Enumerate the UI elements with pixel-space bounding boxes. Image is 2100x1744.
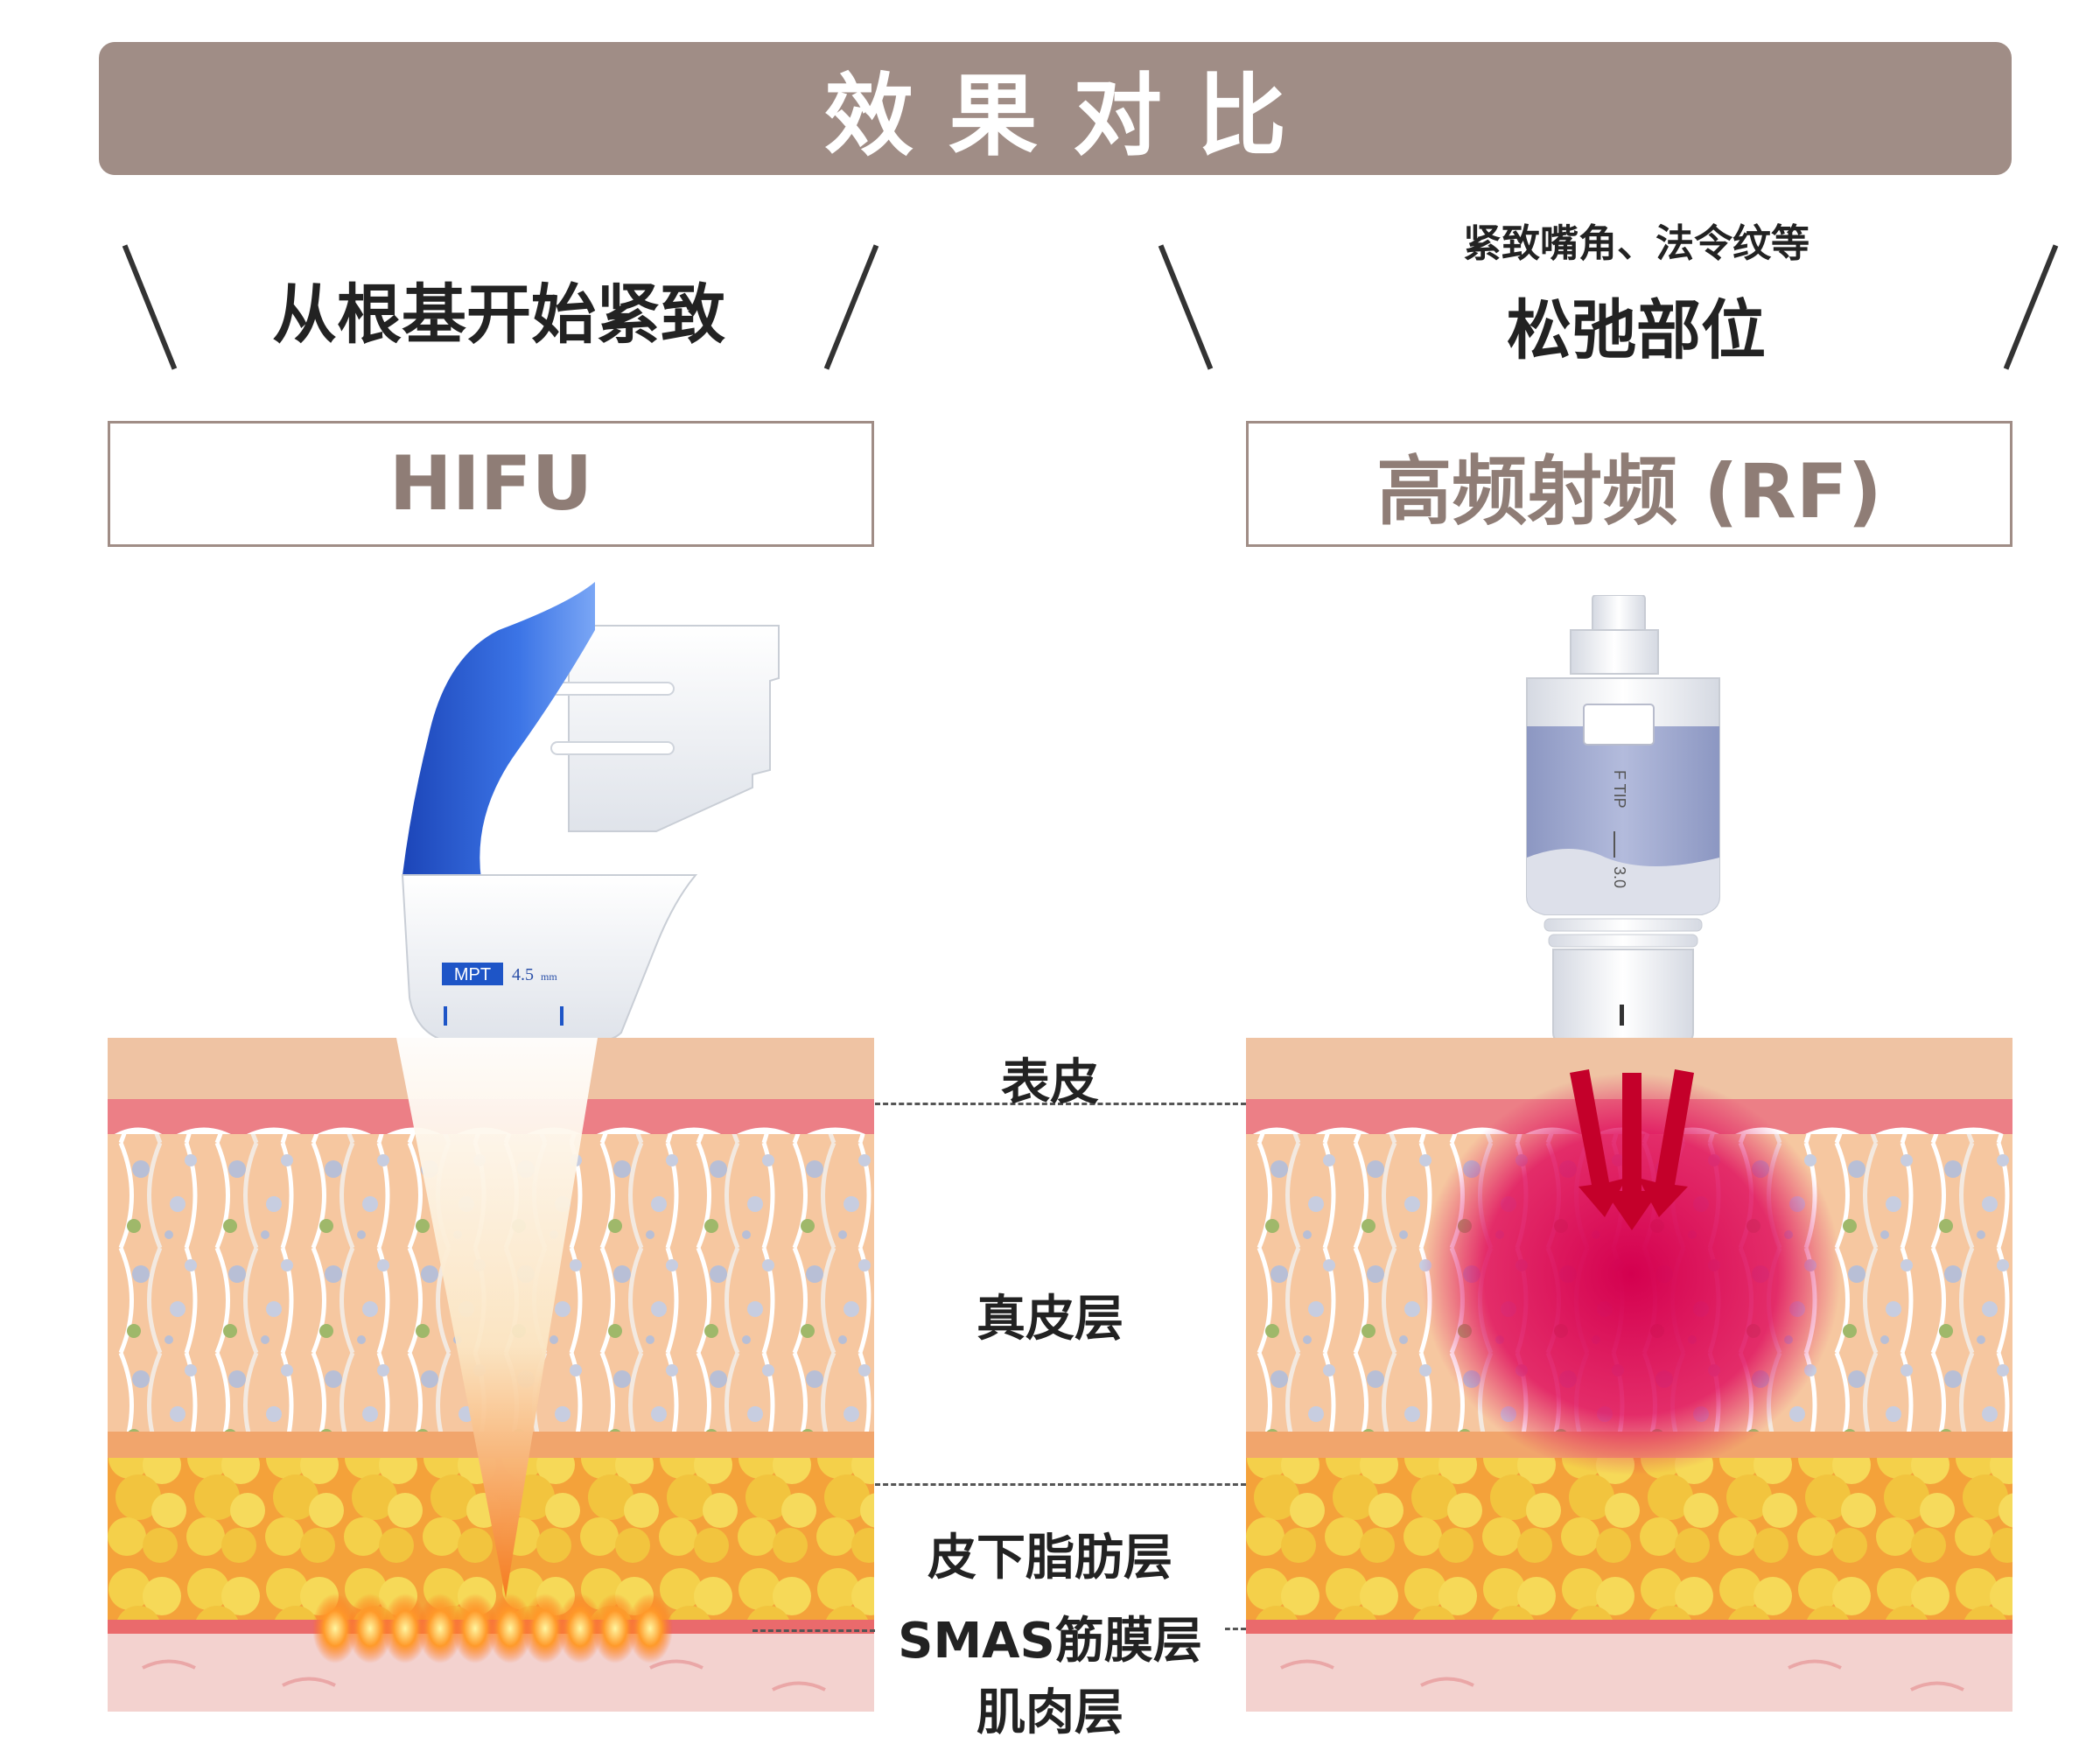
hifu-device: MPT 4.5 mm: [401, 582, 780, 1042]
right-slash-close: [2003, 244, 2059, 370]
depth-unit: mm: [541, 970, 557, 983]
divider-smas-left: [752, 1629, 875, 1632]
mpt-badge: MPT: [454, 965, 491, 984]
title-banner: 效果对比: [99, 42, 2012, 175]
left-slash-close: [823, 244, 879, 370]
hifu-label-box: HIFU: [108, 421, 874, 547]
right-subtitle: 松弛部位: [1507, 293, 1766, 368]
left-subtitle: 从根基开始紧致: [272, 277, 725, 353]
layer-dermis: 真皮层: [976, 1291, 1124, 1348]
page-title: 效果对比: [824, 64, 1321, 169]
layer-muscle: 肌肉层: [976, 1684, 1124, 1741]
layer-epidermis: 表皮: [1001, 1054, 1099, 1111]
right-slash-open: [1158, 244, 1214, 370]
hifu-label: HIFU: [388, 440, 593, 528]
rf-label-box: 高频射频 (RF): [1246, 421, 2012, 547]
layer-subcutaneous-fat: 皮下脂肪层: [928, 1530, 1172, 1586]
depth-value: 4.5: [512, 965, 534, 984]
rf-label: 高频射频 (RF): [1376, 447, 1882, 536]
layer-smas: SMAS筋膜层: [875, 1601, 1225, 1672]
rf-energy-arrows: [1570, 1069, 1694, 1230]
rf-heat-zone: [1421, 1073, 1841, 1475]
divider-dermis: [875, 1483, 1246, 1486]
left-slash-open: [122, 244, 178, 370]
divider-epidermis: [875, 1103, 1246, 1105]
rf-tip-label: F TIP: [1611, 770, 1628, 809]
right-caption: 紧致嘴角、法令纹等: [1463, 221, 1810, 266]
hifu-skin-panel: [108, 1038, 874, 1712]
rf-size-label: 3.0: [1611, 866, 1628, 888]
rf-device: F TIP 3.0: [1526, 595, 1720, 1047]
rf-skin-panel: [1246, 1038, 2012, 1712]
hifu-focal-points: [312, 1593, 673, 1663]
